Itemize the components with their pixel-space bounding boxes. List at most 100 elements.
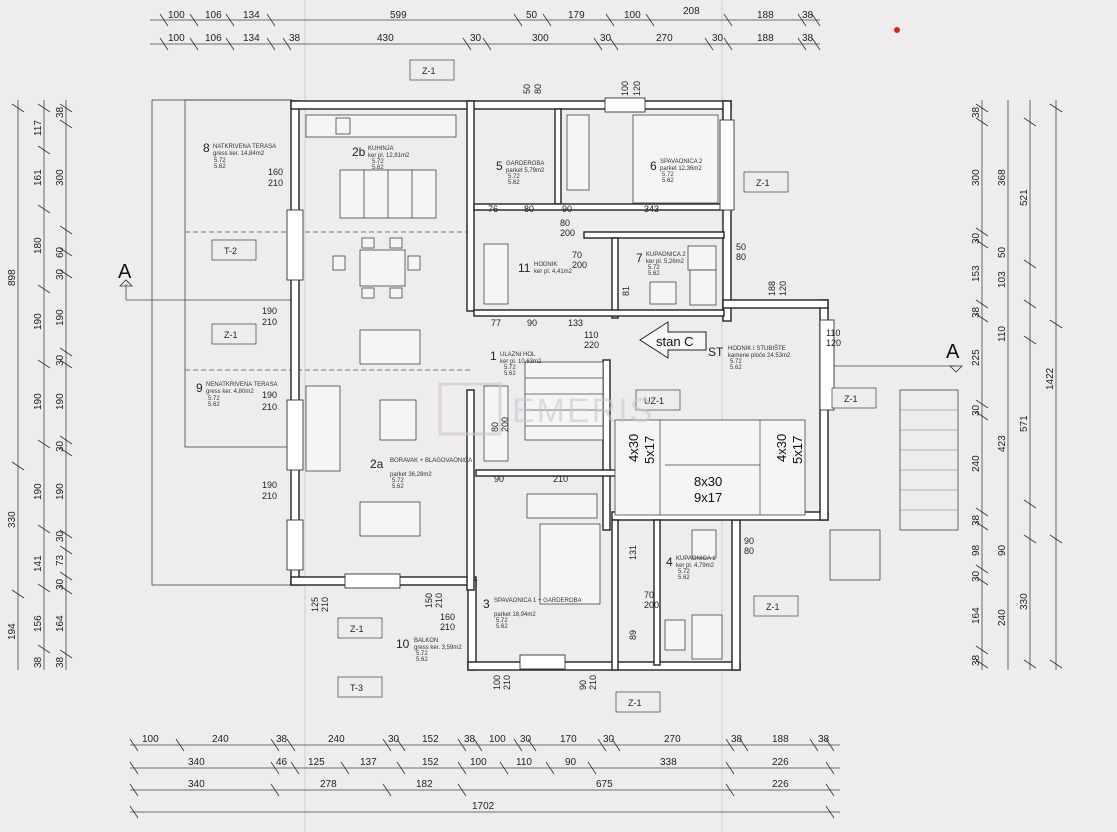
svg-text:ker pl. 4,41m2: ker pl. 4,41m2 <box>534 269 573 275</box>
stair-label-1: 4x30 <box>626 434 641 462</box>
top-dim-2-7: 30 <box>600 33 612 44</box>
svg-text:KUHINJA: KUHINJA <box>368 146 394 152</box>
top-dim-1-1: 106 <box>205 10 222 21</box>
svg-text:6: 6 <box>650 159 657 173</box>
svg-text:120: 120 <box>826 338 841 348</box>
svg-text:210: 210 <box>262 491 277 501</box>
bottom-dim-2-4: 152 <box>422 757 439 768</box>
svg-text:2b: 2b <box>352 145 366 159</box>
svg-text:ker pl. 10,63m2: ker pl. 10,63m2 <box>500 359 542 365</box>
top-dim-2-0: 100 <box>168 33 185 44</box>
left-dim-3-2: 60 <box>55 246 66 258</box>
room-7: 7 KUPAONICA 2 ker pl. 5,26m2 5.72 5.62 <box>636 251 686 277</box>
svg-text:5.62: 5.62 <box>208 402 220 408</box>
top-dim-2-11: 38 <box>802 33 814 44</box>
top-dim-1-9: 38 <box>802 10 814 21</box>
svg-text:125: 125 <box>310 597 320 612</box>
right-dim-1-1: 300 <box>971 169 982 186</box>
bottom-dim-2-6: 110 <box>516 757 532 768</box>
svg-text:210: 210 <box>553 474 568 484</box>
right-dim-3-1: 571 <box>1019 415 1030 432</box>
right-dim-1-7: 240 <box>971 455 982 472</box>
bottom-dim-1-0: 100 <box>142 734 159 745</box>
watermark: EMERIS <box>438 382 654 436</box>
bottom-dim-1-12: 38 <box>731 734 743 745</box>
right-dim-1-0: 38 <box>971 106 982 118</box>
top-dim-2-1: 106 <box>205 33 222 44</box>
svg-text:80: 80 <box>524 204 534 214</box>
top-dim-1-4: 50 <box>526 10 538 21</box>
right-dim-1-10: 30 <box>971 570 982 582</box>
svg-text:parket 36,28m2: parket 36,28m2 <box>390 472 432 478</box>
svg-text:90: 90 <box>494 474 504 484</box>
svg-text:100: 100 <box>492 675 502 690</box>
svg-text:131: 131 <box>628 545 638 560</box>
room-labels: 8 NATKRIVENA TERASA gress ker. 14,84m2 5… <box>196 141 791 663</box>
svg-text:160: 160 <box>440 612 455 622</box>
windows <box>286 97 835 670</box>
svg-text:GARDEROBA: GARDEROBA <box>506 161 544 167</box>
svg-text:200: 200 <box>560 228 575 238</box>
svg-text:5.72: 5.72 <box>730 359 742 365</box>
tag-z1-right: Z-1 <box>844 394 858 404</box>
svg-text:5.72: 5.72 <box>416 651 428 657</box>
room-st: ST HODNIK I STUBIŠTE kamene ploče 24,53m… <box>708 345 791 371</box>
bottom-dim-1-5: 152 <box>422 734 439 745</box>
bottom-dim-1-10: 30 <box>603 734 615 745</box>
svg-text:BALKON: BALKON <box>414 638 438 644</box>
bottom-dim-1-13: 188 <box>772 734 789 745</box>
svg-text:200: 200 <box>500 417 510 432</box>
svg-text:89: 89 <box>628 630 638 640</box>
svg-text:150: 150 <box>424 593 434 608</box>
bottom-dim-1-9: 170 <box>560 734 577 745</box>
svg-text:77: 77 <box>491 318 501 328</box>
svg-text:KUPAONICA 1: KUPAONICA 1 <box>676 556 716 562</box>
svg-text:210: 210 <box>440 622 455 632</box>
svg-text:80: 80 <box>533 84 543 94</box>
right-dim-2-0: 368 <box>997 169 1008 186</box>
svg-text:210: 210 <box>502 675 512 690</box>
left-dim-3-9: 30 <box>55 530 66 542</box>
svg-text:2a: 2a <box>370 457 384 471</box>
top-dim-1-7: 208 <box>683 6 700 17</box>
svg-text:100: 100 <box>620 81 630 96</box>
bottom-dim-1-7: 100 <box>489 734 506 745</box>
bottom-dim-3-4: 226 <box>772 779 789 790</box>
svg-text:50: 50 <box>522 84 532 94</box>
tag-t2: T-2 <box>224 246 237 256</box>
svg-text:1: 1 <box>490 349 497 363</box>
svg-text:parket 5,79m2: parket 5,79m2 <box>506 168 545 174</box>
svg-text:8: 8 <box>203 141 210 155</box>
right-dim-1-4: 38 <box>971 306 982 318</box>
svg-text:5.72: 5.72 <box>648 265 660 271</box>
room-10: 10 BALKON gress ker. 3,59m2 5.72 5.62 <box>396 637 462 663</box>
bottom-dim-1-8: 30 <box>520 734 532 745</box>
svg-text:parket 12,36m2: parket 12,36m2 <box>660 166 702 172</box>
left-dim-2-4: 190 <box>33 393 44 410</box>
section-a-left: A <box>118 261 132 283</box>
top-dim-2-3: 38 <box>289 33 301 44</box>
room-2a: 2a BORAVAK + BLAGOVAONICA parket 36,28m2… <box>370 457 472 490</box>
left-dim-2-8: 38 <box>33 656 44 668</box>
left-dim-3-5: 30 <box>55 354 66 366</box>
left-dim-3-1: 300 <box>55 169 66 186</box>
entrance-arrow: stan C <box>639 321 707 359</box>
svg-text:5.72: 5.72 <box>678 569 690 575</box>
stair-label-4: 9x17 <box>694 490 722 505</box>
right-dim-total: 1422 <box>1045 367 1056 390</box>
watermark-text: EMERIS <box>512 392 654 430</box>
svg-text:gress ker. 4,80m2: gress ker. 4,80m2 <box>206 389 254 395</box>
svg-text:5.72: 5.72 <box>372 159 384 165</box>
room-3: 3 SPAVAONICA 1 + GARDEROBA parket 18,94m… <box>483 597 582 630</box>
room-6: 6 SPAVAONICA 2 parket 12,36m2 5.72 5.62 <box>650 159 703 184</box>
svg-text:80: 80 <box>490 422 500 432</box>
svg-text:5.62: 5.62 <box>508 180 520 186</box>
left-dim-3-7: 30 <box>55 440 66 452</box>
svg-text:90: 90 <box>527 318 537 328</box>
stair-labels: 4x30 5x17 8x30 9x17 4x30 5x17 <box>626 434 805 505</box>
right-dim-2-2: 103 <box>997 271 1008 288</box>
bedroom-furniture <box>483 114 723 660</box>
svg-text:81: 81 <box>621 286 631 296</box>
right-dim-1-11: 164 <box>971 607 982 624</box>
room-5: 5 GARDEROBA parket 5,79m2 5.72 5.62 <box>496 159 545 186</box>
